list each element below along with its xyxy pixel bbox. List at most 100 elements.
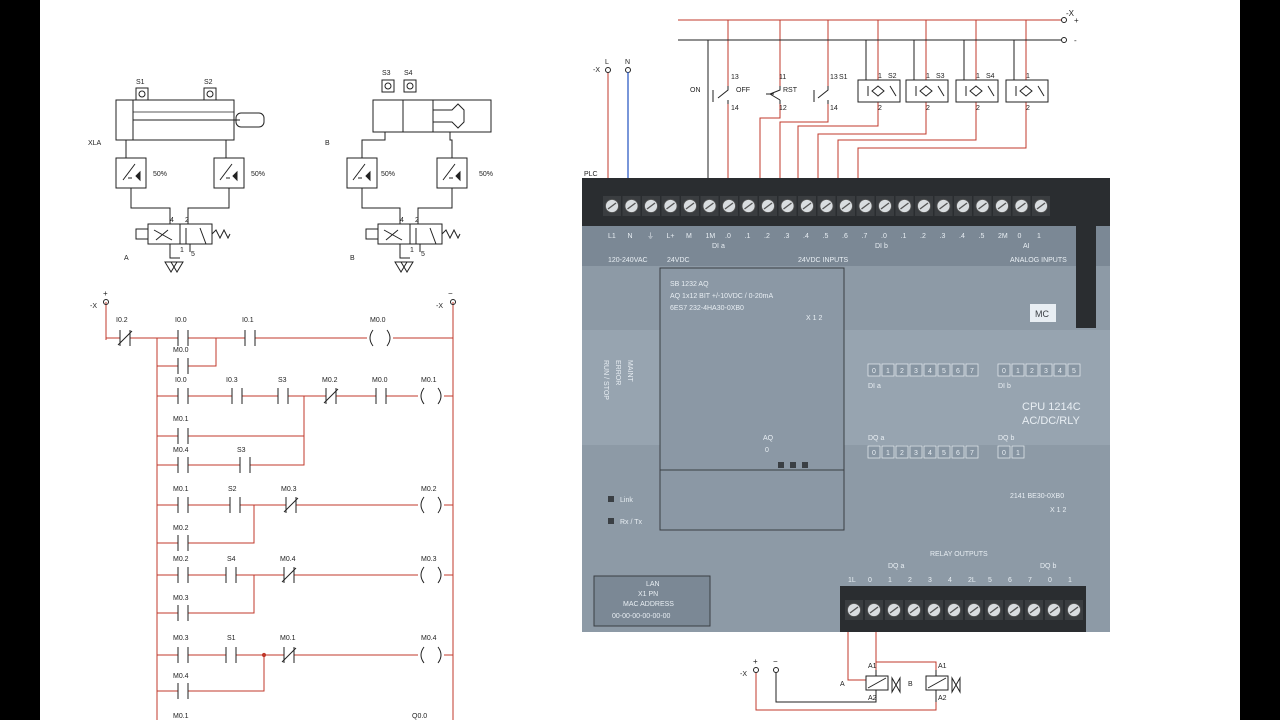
indicator-number: 7 <box>970 450 974 457</box>
mc-badge <box>1030 304 1056 322</box>
contact-label: M0.1 <box>173 713 189 720</box>
screw-slot <box>1069 606 1079 614</box>
cylinder-label-b: B <box>325 140 330 147</box>
screw-slot <box>919 202 929 210</box>
pn-label: X1 PN <box>638 591 658 598</box>
dq-a-label: DQ a <box>868 435 884 442</box>
indicator-box <box>1011 363 1025 377</box>
terminal-label: .6 <box>842 233 848 240</box>
branch-label: M0.4 <box>173 447 189 454</box>
branch-label: M0.0 <box>173 347 189 354</box>
indicator-number: 6 <box>956 368 960 375</box>
aq0-label: 0 <box>765 447 769 454</box>
indicator-box <box>881 445 895 459</box>
dc-label: 24VDC <box>667 257 690 264</box>
indicator-number: 4 <box>928 450 932 457</box>
sb-line1: SB 1232 AQ <box>670 281 709 288</box>
port-5-b: 5 <box>421 251 425 258</box>
screw-slot <box>666 202 675 210</box>
indicator-number: 4 <box>1058 368 1062 375</box>
out-supply-plus: + <box>753 657 758 666</box>
button-rst-label: RST <box>783 87 798 94</box>
contact-label: M0.1 <box>173 486 189 493</box>
indicator-box <box>937 363 951 377</box>
indicator-number: 0 <box>872 450 876 457</box>
out-supply-minus: − <box>773 657 778 666</box>
button-rst-tag: S1 <box>839 74 848 81</box>
contact-label: I0.1 <box>242 317 254 324</box>
button-rst-top: 13 <box>830 74 838 81</box>
screw-slot <box>849 606 859 614</box>
status-maint: MAINT <box>626 360 633 383</box>
inputs-label: 24VDC INPUTS <box>798 257 849 264</box>
ladder-diagram: -X + -X − I0.2 I0.0 I0.1 M0.0 M0.0 I0.0 … <box>90 289 456 720</box>
coil-label: M0.1 <box>421 377 437 384</box>
terminal-label: .4 <box>803 233 809 240</box>
indicator-box <box>867 363 881 377</box>
screw-slot <box>997 202 1007 210</box>
screw-slot <box>1017 202 1026 210</box>
indicator-box <box>997 363 1011 377</box>
button-off-top: 11 <box>779 74 786 81</box>
supply-n: N <box>625 59 630 66</box>
indicator-box <box>951 363 965 377</box>
screw-slot <box>1029 606 1039 614</box>
screw-slot <box>869 606 879 614</box>
indicator-box <box>997 445 1011 459</box>
branch-label: M0.1 <box>173 416 189 423</box>
screw-slot <box>1036 202 1046 210</box>
valve-label-a: A <box>124 255 129 262</box>
diagram-canvas: S1 S2 XLA 50% 50% 4 2 1 5 A S <box>40 0 1240 720</box>
coil-label: M0.2 <box>421 486 437 493</box>
screw-slot <box>646 202 656 210</box>
indicator-box <box>867 445 881 459</box>
terminal-label: .0 <box>881 233 887 240</box>
sensor-s3-t2: 2 <box>926 105 930 112</box>
pneumatic-cylinder-b-labels: S3 S4 B 50% 50% 4 2 1 5 B <box>325 70 493 262</box>
terminal-label: .5 <box>979 233 985 240</box>
ai-top: AI <box>1023 243 1030 250</box>
indicator-box <box>1025 363 1039 377</box>
screw-slot <box>958 202 968 210</box>
button-off-label: OFF <box>736 87 750 94</box>
terminal-label: .2 <box>764 233 770 240</box>
card-slot <box>1076 200 1096 328</box>
coil-label: Q0.0 <box>412 713 427 720</box>
cpu-model: CPU 1214C <box>1022 401 1081 413</box>
indicator-number: 3 <box>914 368 918 375</box>
screw-slot <box>989 606 999 614</box>
contact-label: M0.1 <box>280 635 296 642</box>
indicator-number: 6 <box>956 450 960 457</box>
screw-slot <box>969 606 979 614</box>
ladder-symbols <box>103 299 456 699</box>
relay-dq-b: DQ b <box>1040 563 1056 570</box>
indicator-box <box>937 445 951 459</box>
sensor-s2-t1: 1 <box>878 73 882 80</box>
minus-rail-wires <box>605 17 1067 178</box>
contact-label: S3 <box>278 377 287 384</box>
cpu-type: AC/DC/RLY <box>1022 415 1081 427</box>
terminal-label: .0 <box>725 233 731 240</box>
indicator-box <box>909 363 923 377</box>
terminal-label: 1M <box>706 233 716 240</box>
contact-label: M0.2 <box>322 377 338 384</box>
indicator-number: 0 <box>872 368 876 375</box>
terminal-label: .2 <box>920 233 926 240</box>
branch-label: M0.4 <box>173 673 189 680</box>
mac-label: MAC ADDRESS <box>623 601 674 608</box>
sb-badge: X 1 2 <box>806 315 822 322</box>
relay-terminal-screws <box>845 600 1083 620</box>
indicator-number: 0 <box>1002 450 1006 457</box>
lan-label: LAN <box>646 581 660 588</box>
indicator-box <box>1053 363 1067 377</box>
pneumatic-cylinder-a <box>115 87 265 273</box>
terminal-label: L+ <box>667 233 675 240</box>
sensor-label-s2: S2 <box>204 79 213 86</box>
upper-wiring: -X + - -X L N PLC ON 13 14 OFF 11 12 RST… <box>584 9 1079 178</box>
screw-slot <box>607 202 617 210</box>
ladder-labels: -X + -X − I0.2 I0.0 I0.1 M0.0 M0.0 I0.0 … <box>90 289 453 720</box>
flow-pct-b1: 50% <box>381 171 395 178</box>
button-on-label: ON <box>690 87 701 94</box>
